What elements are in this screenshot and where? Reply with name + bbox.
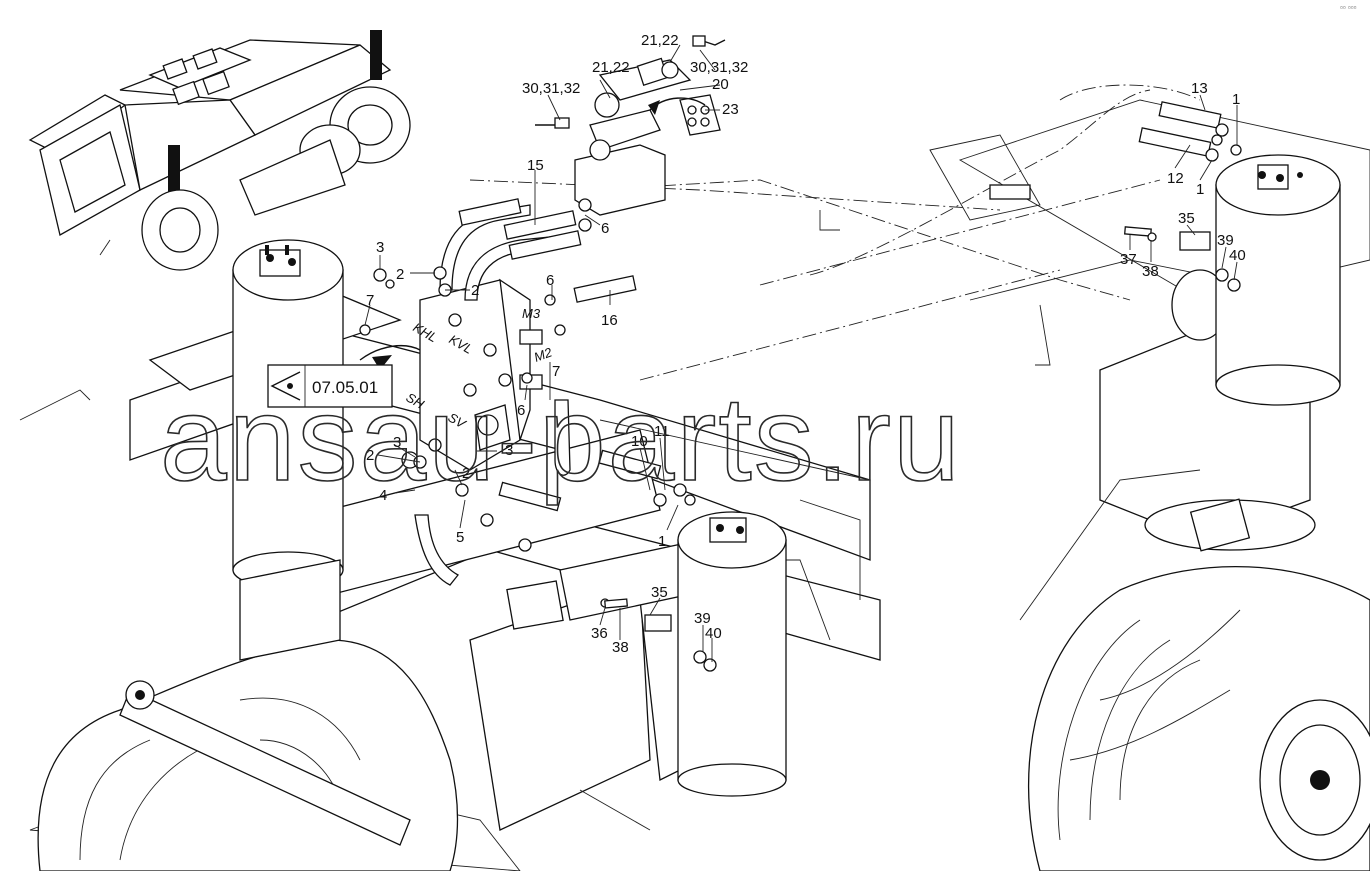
callout-1-a: 1 (658, 533, 666, 550)
callout-2-c: 2 (366, 447, 374, 464)
left-tire (37, 639, 459, 871)
accumulator-cylinder-right (1215, 154, 1341, 406)
callout-6-b: 6 (546, 272, 554, 289)
view-reference-label: 07.05.01 (312, 378, 378, 397)
callout-35-b: 35 (1178, 210, 1195, 227)
callout-39-b: 39 (1217, 232, 1234, 249)
callout-13: 13 (1191, 80, 1208, 97)
port-m3: M3 (522, 306, 541, 321)
callout-38-b: 38 (1142, 263, 1159, 280)
callout-leader-lines (364, 44, 1238, 662)
callout-38-a: 38 (612, 639, 629, 656)
callout-15: 15 (527, 157, 544, 174)
callout-11: 11 (654, 423, 670, 440)
callout-1-c: 1 (1196, 181, 1204, 198)
callout-20: 20 (712, 76, 729, 93)
valve-block-assembly (401, 35, 726, 471)
callout-5: 5 (456, 529, 464, 546)
callout-37: 37 (1120, 251, 1137, 268)
callout-10: 10 (631, 433, 648, 450)
callout-7-a: 7 (366, 292, 374, 309)
callout-3-b: 3 (393, 434, 401, 451)
watermark-text: ansau-parts.ru (160, 372, 962, 506)
callout-4: 4 (379, 487, 387, 504)
right-tire (1027, 565, 1370, 871)
corner-mark: ▫▫ ▫▫▫ (1340, 3, 1357, 12)
curved-arrow-icon (359, 97, 706, 370)
callout-6-a: 6 (601, 220, 609, 237)
accumulator-cylinder-left (232, 239, 344, 661)
callout-12: 12 (1167, 170, 1184, 187)
callout-21-22-a: 21,22 (592, 59, 630, 76)
callout-2-a: 2 (396, 266, 404, 283)
callout-2-b: 2 (471, 282, 479, 299)
callout-labels: 30,31,32 21,22 21,22 30,31,32 20 23 15 6… (366, 32, 1246, 656)
callout-40-b: 40 (1229, 247, 1246, 264)
callout-3-a: 3 (376, 239, 384, 256)
callout-30-31-32-right: 30,31,32 (690, 59, 748, 76)
port-m2: M2 (532, 344, 555, 365)
callout-2-d: 2 (462, 465, 470, 482)
hydraulic-hoses (414, 101, 1242, 586)
callout-16: 16 (601, 312, 618, 329)
callout-7-b: 7 (552, 363, 560, 380)
eye-view-icon (270, 371, 301, 401)
machine-overview-illustration (28, 30, 411, 271)
callout-6-c: 6 (517, 402, 525, 419)
callout-23: 23 (722, 101, 739, 118)
callout-36: 36 (591, 625, 608, 642)
callout-39-a: 39 (694, 610, 711, 627)
view-reference-box: 07.05.01 (267, 364, 393, 408)
callout-3-c: 3 (505, 442, 513, 459)
callout-1-b: 1 (1232, 91, 1240, 108)
fittings (359, 198, 1241, 672)
callout-40-a: 40 (705, 625, 722, 642)
callout-30-31-32-left: 30,31,32 (522, 80, 580, 97)
callout-21-22-b: 21,22 (641, 32, 679, 49)
callout-35-a: 35 (651, 584, 668, 601)
